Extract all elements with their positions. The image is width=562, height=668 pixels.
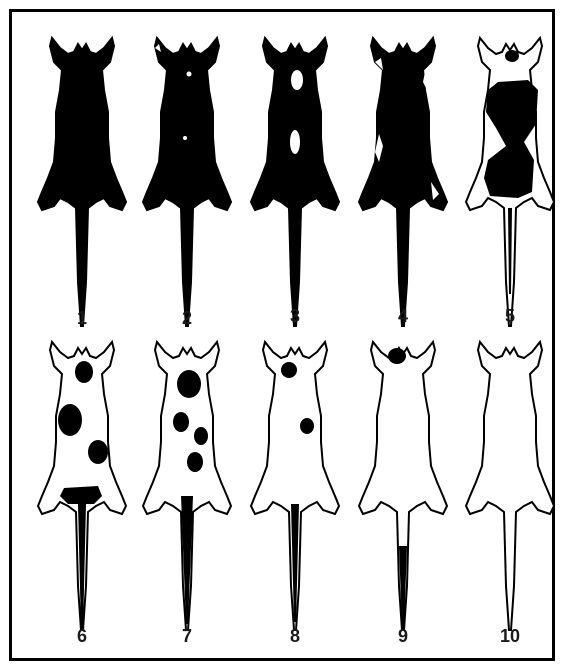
specimen-label-10: 10 [480, 626, 540, 646]
specimen-3 [251, 38, 339, 326]
specimen-7 [143, 342, 231, 630]
specimen-1 [38, 38, 126, 326]
specimen-label-6: 6 [52, 626, 112, 646]
specimen-label-5: 5 [480, 306, 540, 326]
specimen-2 [143, 38, 231, 326]
specimen-label-2: 2 [157, 308, 217, 328]
specimen-label-4: 4 [373, 306, 433, 326]
specimen-label-9: 9 [373, 626, 433, 646]
specimen-10 [466, 342, 554, 630]
specimen-4 [359, 38, 447, 326]
specimen-label-8: 8 [265, 626, 325, 646]
specimen-label-7: 7 [157, 626, 217, 646]
specimen-9 [359, 342, 447, 630]
specimen-5 [466, 38, 554, 326]
specimen-label-1: 1 [52, 308, 112, 328]
specimen-label-3: 3 [265, 306, 325, 326]
specimen-8 [251, 342, 339, 630]
specimen-6 [38, 342, 126, 630]
